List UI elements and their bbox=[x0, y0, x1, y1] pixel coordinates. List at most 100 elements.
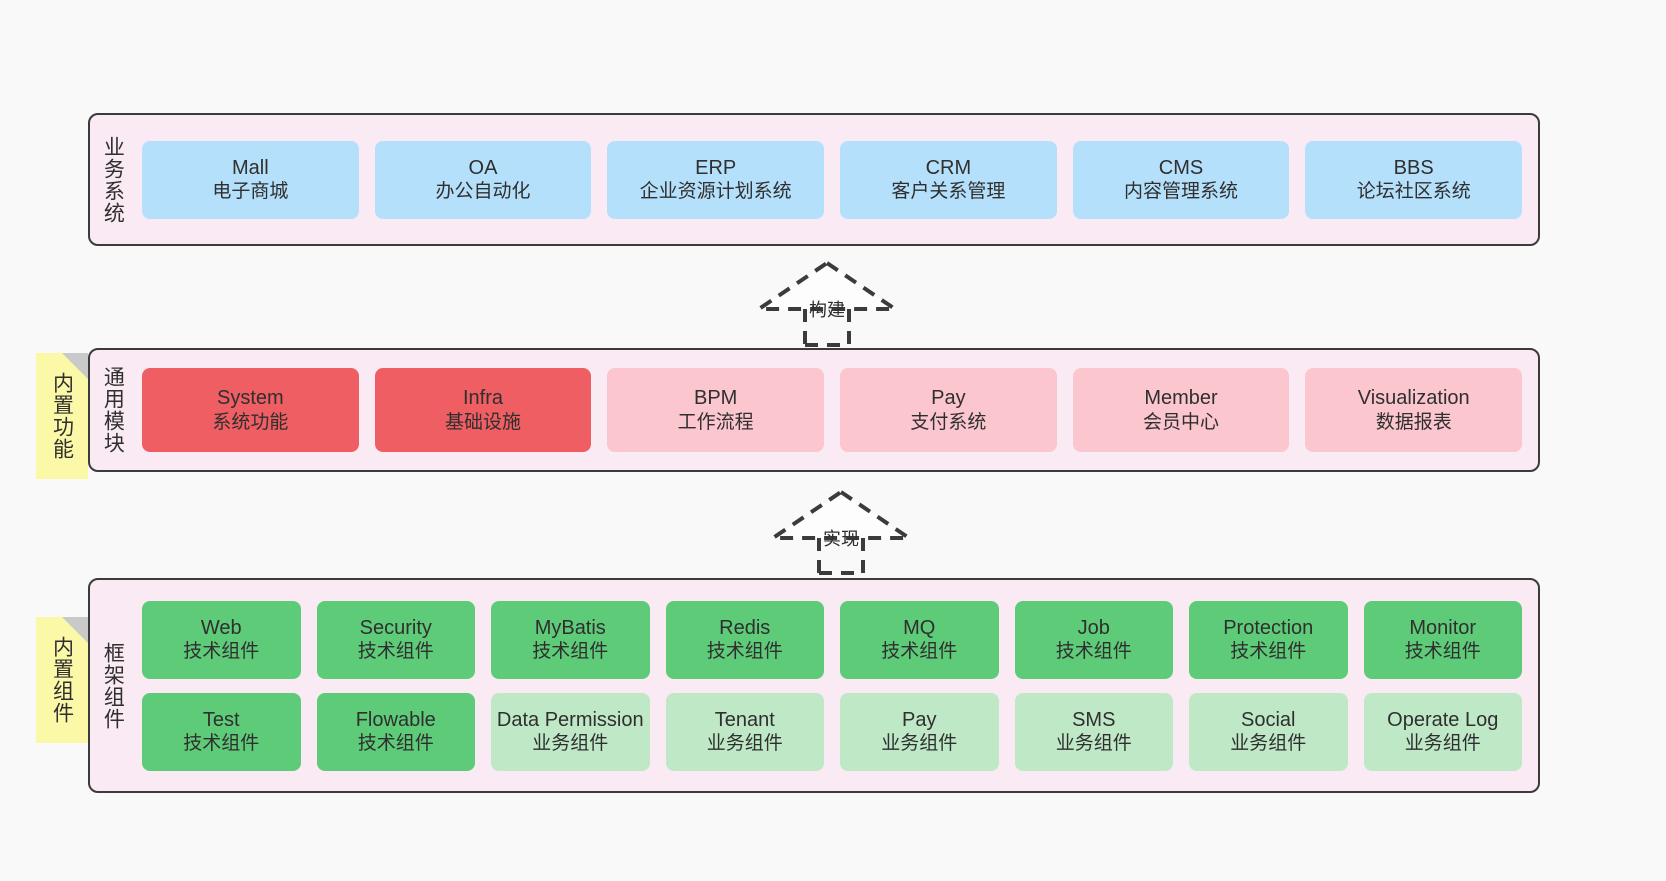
note-builtin-features-label: 内置功能 bbox=[50, 372, 74, 460]
section-label-framework-components: 框架组件 bbox=[101, 641, 125, 730]
card-title: Security bbox=[359, 616, 432, 639]
card-subtitle: 技术组件 bbox=[357, 733, 434, 755]
card-title: System bbox=[216, 387, 284, 410]
note-fold-corner-icon bbox=[62, 353, 88, 379]
card-subtitle: 技术组件 bbox=[881, 641, 958, 663]
connector-implement: 实现 bbox=[766, 489, 916, 575]
card-subtitle: 论坛社区系统 bbox=[1356, 181, 1471, 203]
card-title: BPM bbox=[694, 387, 738, 410]
card-title: Pay bbox=[902, 708, 937, 731]
card-subtitle: 技术组件 bbox=[183, 641, 260, 663]
card-title: CMS bbox=[1158, 156, 1204, 179]
card-title: Test bbox=[202, 708, 240, 731]
card-subtitle: 电子商城 bbox=[212, 181, 289, 203]
card-title: Web bbox=[200, 616, 242, 639]
card-subtitle: 业务组件 bbox=[1404, 733, 1481, 755]
card-title: Job bbox=[1077, 616, 1110, 639]
card-subtitle: 办公自动化 bbox=[435, 181, 531, 203]
card-title: Data Permission bbox=[496, 708, 644, 731]
card-subtitle: 技术组件 bbox=[1055, 641, 1132, 663]
card-title: Pay bbox=[931, 387, 966, 410]
card-title: MQ bbox=[903, 616, 936, 639]
section-label-business-systems: 业务系统 bbox=[101, 135, 125, 224]
card-title: Infra bbox=[462, 387, 504, 410]
card-subtitle: 内容管理系统 bbox=[1124, 181, 1239, 203]
card-subtitle: 技术组件 bbox=[1404, 641, 1481, 663]
card-title: Mall bbox=[232, 156, 269, 179]
card-title: BBS bbox=[1393, 156, 1434, 179]
card-subtitle: 系统功能 bbox=[212, 411, 289, 433]
card-title: Member bbox=[1144, 387, 1218, 410]
card-title: MyBatis bbox=[534, 616, 606, 639]
connector-build: 构建 bbox=[752, 260, 902, 347]
card-subtitle: 会员中心 bbox=[1143, 411, 1220, 433]
card-subtitle: 技术组件 bbox=[1230, 641, 1307, 663]
card-subtitle: 企业资源计划系统 bbox=[639, 181, 792, 203]
card-title: Social bbox=[1241, 708, 1296, 731]
card-title: Tenant bbox=[714, 708, 775, 731]
note-builtin-components-label: 内置组件 bbox=[50, 636, 74, 724]
note-builtin-components: 内置组件 bbox=[36, 617, 88, 743]
connector-build-arrow-icon bbox=[752, 260, 902, 347]
card-subtitle: 技术组件 bbox=[532, 641, 609, 663]
card-subtitle: 客户关系管理 bbox=[891, 181, 1006, 203]
card-title: OA bbox=[468, 156, 498, 179]
card-subtitle: 业务组件 bbox=[1230, 733, 1307, 755]
card-subtitle: 技术组件 bbox=[706, 641, 783, 663]
card-title: CRM bbox=[925, 156, 972, 179]
section-label-common-modules: 通用模块 bbox=[101, 366, 125, 454]
card-title: Monitor bbox=[1409, 616, 1477, 639]
card-title: ERP bbox=[695, 156, 737, 179]
card-subtitle: 业务组件 bbox=[1055, 733, 1132, 755]
card-subtitle: 业务组件 bbox=[532, 733, 609, 755]
card-title: Flowable bbox=[355, 708, 436, 731]
connector-implement-label: 实现 bbox=[823, 529, 859, 549]
card-subtitle: 数据报表 bbox=[1375, 411, 1452, 433]
note-builtin-features: 内置功能 bbox=[36, 353, 88, 479]
card-subtitle: 业务组件 bbox=[706, 733, 783, 755]
note-fold-corner-icon bbox=[62, 617, 88, 643]
card-title: Operate Log bbox=[1387, 708, 1499, 731]
card-subtitle: 工作流程 bbox=[677, 411, 754, 433]
card-title: Visualization bbox=[1357, 387, 1470, 410]
